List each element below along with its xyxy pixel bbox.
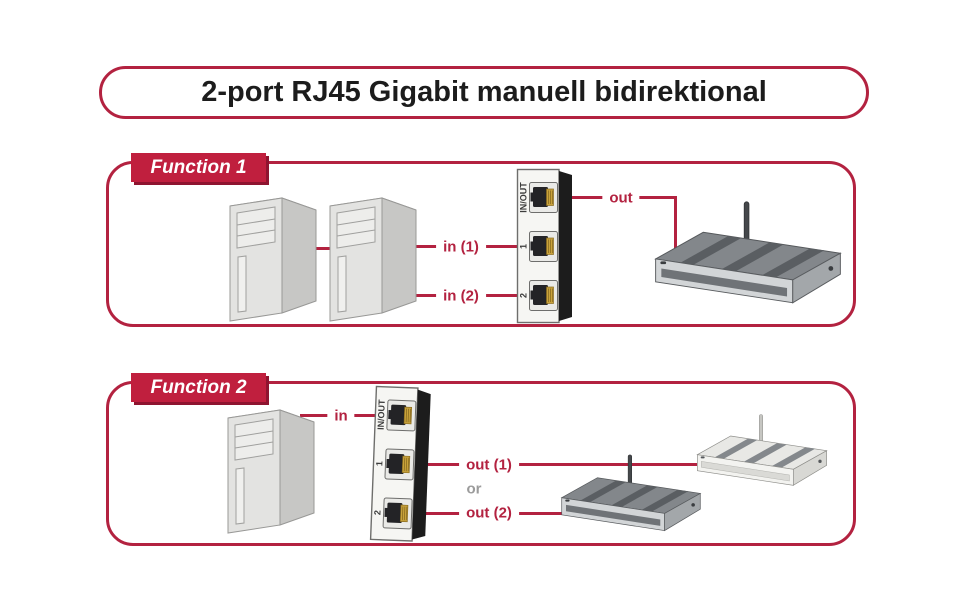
computer-tower-icon [227,409,315,534]
router-vent-stripe [611,485,658,507]
router-vent-stripe [721,242,784,272]
rj45-port-icon [386,399,417,432]
rj45-port-icon [384,448,415,481]
switch-panel-icon: IN/OUT 1 2 [516,168,572,324]
label-or: or [459,480,489,498]
f1-link-tower1-tower2 [300,247,340,250]
f2-line-out1 [428,463,700,466]
label-in2: in (2) [436,287,486,305]
router-vent-stripe [641,489,689,512]
tower-bay-divider [236,229,276,237]
router-vent-stripe [714,438,758,459]
tower-side-face [281,197,317,314]
port-label-1: 1 [518,244,528,249]
function2-tab: Function 2 [131,373,266,402]
rj45-port-icon [382,497,413,530]
router-led [700,456,705,459]
tower-front-strip [237,255,247,313]
router-vent-stripe [771,447,816,468]
label-out: out [602,189,640,207]
router-vent-stripe [743,443,787,464]
rj45-port-icon [529,182,558,213]
tower-drive-bays [236,206,276,249]
function1-frame [106,161,856,327]
f1-line-out-vertical [674,196,677,252]
port-label-inout: IN/OUT [376,399,387,430]
tower-bay-divider [234,430,274,438]
rj45-port-icon [529,280,558,311]
router-front-band [701,461,790,482]
tower-front-strip [337,255,347,313]
port-label-2: 2 [518,293,528,298]
tower-bay-divider [336,229,376,237]
tower-bay-divider [234,441,274,449]
tower-bay-divider [236,218,276,226]
port-label-1: 1 [374,461,384,466]
router-vent-stripe [680,236,742,265]
router-side-face [792,252,841,304]
port-label-inout: IN/OUT [518,182,528,213]
function2-tab-label: Function 2 [150,376,247,398]
tower-drive-bays [234,418,274,461]
function1-tab-label: Function 1 [150,156,247,178]
router-side-face [664,492,701,532]
tower-drive-bays [336,206,376,249]
function1-tab: Function 1 [131,153,266,182]
page-title: 2-port RJ45 Gigabit manuell bidirektiona… [201,76,767,108]
router-vent-stripe [580,480,626,502]
router-front-band [566,504,661,526]
label-out2: out (2) [459,504,519,522]
router-side-face [792,450,827,486]
label-in: in [327,407,355,425]
tower-side-face [279,409,315,526]
router-icon [696,414,828,486]
router-side-port [818,459,822,463]
tower-front-strip [235,467,245,525]
router-led [660,261,667,265]
tower-bay-divider [336,218,376,226]
switch-panel-icon: IN/OUT 1 2 [369,385,431,542]
router-vent-stripe [762,248,825,278]
label-out1: out (1) [459,456,519,474]
function2-frame [106,381,856,546]
tower-side-face [381,197,417,314]
router-led [565,499,570,502]
rj45-port-icon [529,231,558,262]
switch-side-edge [412,389,431,540]
router-side-port [828,266,834,271]
computer-tower-icon [229,197,317,322]
port-label-2: 2 [372,510,382,515]
title-banner: 2-port RJ45 Gigabit manuell bidirektiona… [99,66,869,119]
computer-tower-icon [329,197,417,322]
router-icon [654,201,842,304]
router-icon [560,454,702,532]
router-side-port [691,503,695,507]
label-in1: in (1) [436,238,486,256]
router-front-band [661,268,788,297]
switch-side-edge [559,171,572,321]
